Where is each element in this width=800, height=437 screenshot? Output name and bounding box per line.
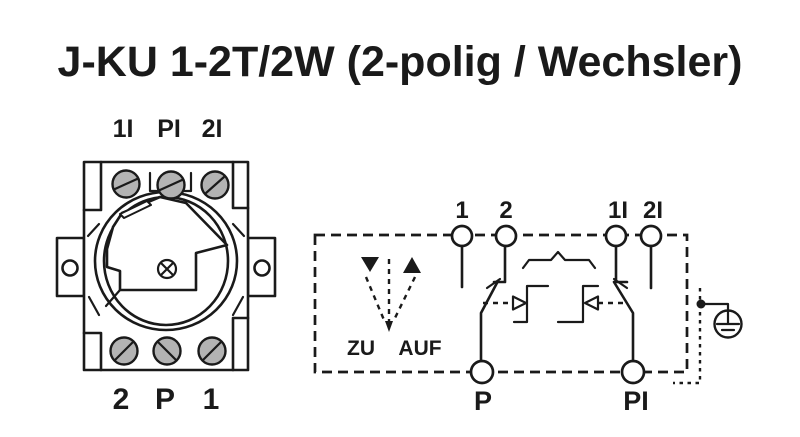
terminal-pi <box>620 359 646 385</box>
claw-mark <box>86 222 101 238</box>
front-label-p: P <box>155 383 175 416</box>
lever-tip-tick <box>612 277 629 290</box>
direction-arrows: ZU AUF <box>347 257 442 360</box>
front-label-1: 1 <box>203 383 220 416</box>
lever-tip-tick <box>485 277 502 290</box>
switch-pole-pi <box>612 277 635 363</box>
screw-slot <box>158 178 184 192</box>
screw-slot <box>201 340 223 362</box>
latch-right <box>556 284 625 324</box>
ear-hole-left-icon <box>61 259 79 277</box>
cam-tab <box>119 200 152 219</box>
schematic-label-2i: 2I <box>643 197 663 224</box>
schematic: ZU AUF <box>313 197 743 416</box>
claw-mark <box>231 222 246 238</box>
contact-drop-1i <box>614 245 629 284</box>
schematic-label-2: 2 <box>499 197 512 224</box>
coupling-bracket <box>521 250 597 270</box>
claw-mark <box>231 295 245 317</box>
switch-lever-p <box>479 279 500 363</box>
corner-notch-bottom-left <box>82 331 103 372</box>
earth-connector <box>699 302 730 313</box>
schematic-label-1i: 1I <box>608 197 628 224</box>
screw-slot <box>204 175 226 195</box>
motion-dash-right <box>392 276 417 321</box>
schematic-label-1: 1 <box>455 197 468 224</box>
latch-arrow-right-icon <box>511 295 528 311</box>
schematic-label-pi: PI <box>623 386 649 416</box>
motion-dash-left <box>364 276 386 321</box>
terminal-2 <box>494 224 518 248</box>
earth-symbol-icon <box>713 309 743 339</box>
corner-notch-top-right <box>231 160 250 210</box>
switch-pole-p <box>479 277 502 363</box>
screw-terminals <box>109 169 230 366</box>
front-label-pi: PI <box>157 115 181 143</box>
label-zu: ZU <box>347 337 375 360</box>
terminal-2i <box>639 224 663 248</box>
rotor-cam-plate <box>105 195 229 292</box>
arrow-up-icon <box>403 257 421 273</box>
actuator-arrowhead-icon <box>385 321 393 332</box>
switch-lever-pi <box>612 280 635 363</box>
latch-bar <box>556 284 600 324</box>
terminal-1 <box>450 224 474 248</box>
terminal-p <box>469 359 495 385</box>
center-screw-icon <box>156 258 178 280</box>
latch-bar <box>512 284 550 324</box>
front-label-1i: 1I <box>113 115 134 143</box>
contact-drop-2 <box>492 245 507 284</box>
front-label-2: 2 <box>113 383 130 416</box>
page-title: J-KU 1-2T/2W (2-polig / Wechsler) <box>58 38 743 86</box>
cam-edge-line <box>104 288 122 308</box>
terminal-1i <box>604 224 628 248</box>
arrow-down-icon <box>361 257 379 272</box>
screw-slot <box>113 340 135 362</box>
latch-arrow-left-icon <box>583 295 600 311</box>
schematic-label-p: P <box>474 386 492 416</box>
screw-slot <box>156 340 178 362</box>
claw-mark <box>87 295 101 317</box>
front-view: 1I PI 2I 2 P 1 <box>55 115 277 416</box>
screw-slot <box>113 177 139 191</box>
earth-branch <box>673 288 743 385</box>
ear-hole-right-icon <box>253 259 271 277</box>
corner-notch-bottom-right <box>231 316 250 372</box>
label-auf: AUF <box>398 337 441 360</box>
front-label-2i: 2I <box>202 115 223 143</box>
earth-dotted-line <box>673 288 702 385</box>
latch-left <box>483 284 550 324</box>
corner-notch-top-left <box>82 160 103 212</box>
